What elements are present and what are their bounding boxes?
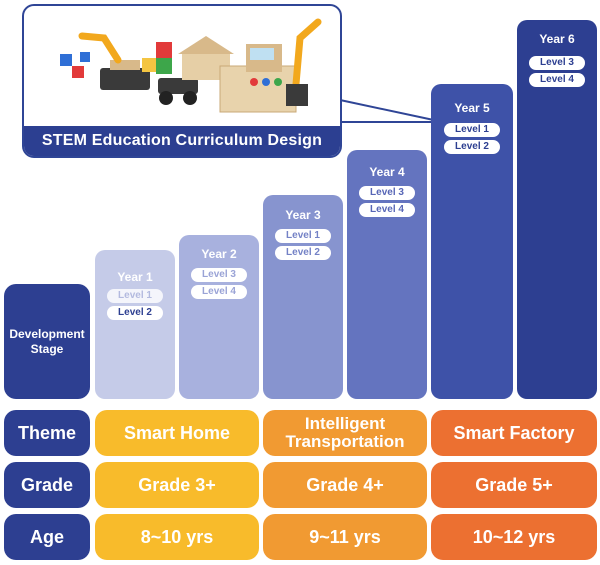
development-stage-label: Development Stage <box>4 284 90 399</box>
year-6-bar: Year 6 Level 3 Level 4 <box>517 20 597 399</box>
theme-intelligent-transportation: Intelligent Transportation <box>263 410 427 456</box>
curriculum-callout: STEM Education Curriculum Design <box>22 4 342 158</box>
year-3-label: Year 3 <box>285 208 321 222</box>
robot-kits-illustration <box>60 18 322 113</box>
year-1-level-a: Level 1 <box>107 289 163 303</box>
callout-caption: STEM Education Curriculum Design <box>24 126 340 156</box>
year-5-label: Year 5 <box>454 101 490 115</box>
grade-3-plus: Grade 3+ <box>95 462 259 508</box>
theme-row-label: Theme <box>4 410 90 456</box>
year-2-bar: Year 2 Level 3 Level 4 <box>179 235 259 399</box>
year-1-bar: Year 1 Level 1 Level 2 <box>95 250 175 399</box>
theme-smart-home: Smart Home <box>95 410 259 456</box>
theme-smart-factory: Smart Factory <box>431 410 597 456</box>
year-2-level-a: Level 3 <box>191 268 247 282</box>
year-4-level-b: Level 4 <box>359 203 415 217</box>
year-3-bar: Year 3 Level 1 Level 2 <box>263 195 343 399</box>
age-8-10: 8~10 yrs <box>95 514 259 560</box>
age-row-label: Age <box>4 514 90 560</box>
year-4-level-a: Level 3 <box>359 186 415 200</box>
year-6-level-a: Level 3 <box>529 56 585 70</box>
year-3-level-b: Level 2 <box>275 246 331 260</box>
year-6-label: Year 6 <box>539 32 575 46</box>
grade-row-label: Grade <box>4 462 90 508</box>
grade-4-plus: Grade 4+ <box>263 462 427 508</box>
grade-5-plus: Grade 5+ <box>431 462 597 508</box>
year-3-level-a: Level 1 <box>275 229 331 243</box>
year-4-label: Year 4 <box>369 165 405 179</box>
year-4-bar: Year 4 Level 3 Level 4 <box>347 150 427 399</box>
age-10-12: 10~12 yrs <box>431 514 597 560</box>
year-2-label: Year 2 <box>201 247 237 261</box>
year-5-level-b: Level 2 <box>444 140 500 154</box>
year-1-level-b: Level 2 <box>107 306 163 320</box>
year-5-bar: Year 5 Level 1 Level 2 <box>431 84 513 399</box>
year-1-label: Year 1 <box>117 270 153 284</box>
year-2-level-b: Level 4 <box>191 285 247 299</box>
year-5-level-a: Level 1 <box>444 123 500 137</box>
year-6-level-b: Level 4 <box>529 73 585 87</box>
age-9-11: 9~11 yrs <box>263 514 427 560</box>
